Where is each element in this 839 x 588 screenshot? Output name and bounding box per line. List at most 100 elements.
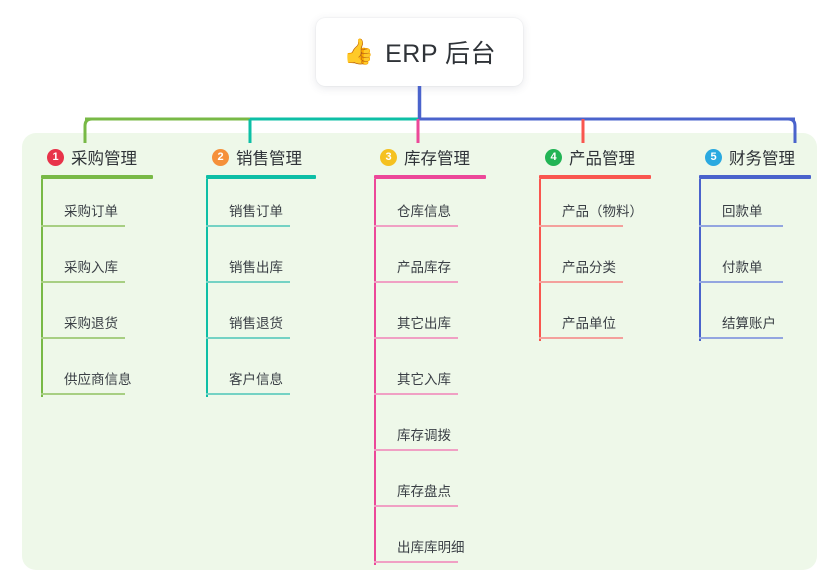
list-item[interactable]: 销售订单 bbox=[206, 179, 316, 235]
column-rule-4 bbox=[539, 175, 651, 179]
list-item-rule bbox=[374, 337, 458, 339]
list-item-rule bbox=[374, 505, 458, 507]
list-item-rule bbox=[374, 281, 458, 283]
list-item-rule bbox=[539, 337, 623, 339]
column-rule-1 bbox=[41, 175, 153, 179]
column-header-5[interactable]: 5 财务管理 bbox=[688, 145, 811, 169]
list-item[interactable]: 产品单位 bbox=[539, 291, 651, 347]
root-node-title: ERP 后台 bbox=[385, 40, 497, 68]
list-item-rule bbox=[41, 337, 125, 339]
column-trunk-1 bbox=[41, 179, 43, 397]
list-item-label: 销售订单 bbox=[229, 204, 283, 219]
column-title-1: 采购管理 bbox=[71, 150, 137, 168]
list-item-rule bbox=[699, 337, 783, 339]
list-item[interactable]: 采购订单 bbox=[41, 179, 153, 235]
column-badge-5: 5 bbox=[705, 148, 722, 166]
list-item[interactable]: 结算账户 bbox=[699, 291, 811, 347]
column-title-2: 销售管理 bbox=[236, 150, 302, 168]
column-3: 3 库存管理仓库信息产品库存其它出库其它入库库存调拨库存盘点出库库明细 bbox=[363, 145, 486, 571]
list-item[interactable]: 库存盘点 bbox=[374, 459, 486, 515]
column-header-4[interactable]: 4 产品管理 bbox=[528, 145, 651, 169]
column-trunk-4 bbox=[539, 179, 541, 341]
column-items-2: 销售订单销售出库销售退货客户信息 bbox=[206, 179, 316, 403]
column-title-5: 财务管理 bbox=[729, 150, 795, 168]
list-item-rule bbox=[41, 225, 125, 227]
column-trunk-2 bbox=[206, 179, 208, 397]
list-item-label: 产品（物料） bbox=[562, 204, 643, 219]
list-item-label: 产品分类 bbox=[562, 260, 616, 275]
list-item[interactable]: 供应商信息 bbox=[41, 347, 153, 403]
list-item-label: 库存调拨 bbox=[397, 428, 451, 443]
content-panel bbox=[22, 133, 817, 570]
column-title-4: 产品管理 bbox=[569, 150, 635, 168]
column-items-4: 产品（物料） 产品分类产品单位 bbox=[539, 179, 651, 347]
list-item[interactable]: 仓库信息 bbox=[374, 179, 486, 235]
column-trunk-5 bbox=[699, 179, 701, 341]
list-item-label: 仓库信息 bbox=[397, 204, 451, 219]
column-items-1: 采购订单采购入库采购退货供应商信息 bbox=[41, 179, 153, 403]
list-item[interactable]: 其它入库 bbox=[374, 347, 486, 403]
column-title-3: 库存管理 bbox=[404, 150, 470, 168]
list-item[interactable]: 出库库明细 bbox=[374, 515, 486, 571]
column-items-3: 仓库信息产品库存其它出库其它入库库存调拨库存盘点出库库明细 bbox=[374, 179, 486, 571]
list-item-rule bbox=[699, 281, 783, 283]
column-header-1[interactable]: 1 采购管理 bbox=[30, 145, 153, 169]
column-4: 4 产品管理产品（物料） 产品分类产品单位 bbox=[528, 145, 651, 347]
list-item-rule bbox=[539, 281, 623, 283]
column-rule-3 bbox=[374, 175, 486, 179]
list-item[interactable]: 产品分类 bbox=[539, 235, 651, 291]
list-item-label: 供应商信息 bbox=[64, 372, 132, 387]
column-badge-1: 1 bbox=[47, 148, 64, 166]
column-badge-2: 2 bbox=[212, 148, 229, 166]
list-item-label: 产品库存 bbox=[397, 260, 451, 275]
list-item-label: 销售退货 bbox=[229, 316, 283, 331]
list-item-rule bbox=[206, 337, 290, 339]
list-item[interactable]: 付款单 bbox=[699, 235, 811, 291]
list-item-rule bbox=[206, 225, 290, 227]
list-item-rule bbox=[699, 225, 783, 227]
list-item-label: 结算账户 bbox=[722, 316, 776, 331]
list-item[interactable]: 采购退货 bbox=[41, 291, 153, 347]
list-item-rule bbox=[41, 393, 125, 395]
list-item[interactable]: 采购入库 bbox=[41, 235, 153, 291]
column-badge-4: 4 bbox=[545, 148, 562, 166]
list-item[interactable]: 产品（物料） bbox=[539, 179, 651, 235]
column-2: 2 销售管理销售订单销售出库销售退货客户信息 bbox=[195, 145, 316, 403]
list-item-label: 客户信息 bbox=[229, 372, 283, 387]
list-item[interactable]: 库存调拨 bbox=[374, 403, 486, 459]
list-item-rule bbox=[374, 225, 458, 227]
column-trunk-3 bbox=[374, 179, 376, 565]
list-item-label: 回款单 bbox=[722, 204, 763, 219]
list-item-label: 采购入库 bbox=[64, 260, 118, 275]
list-item-label: 库存盘点 bbox=[397, 484, 451, 499]
list-item-rule bbox=[41, 281, 125, 283]
list-item-label: 其它入库 bbox=[397, 372, 451, 387]
list-item-rule bbox=[206, 281, 290, 283]
list-item-label: 销售出库 bbox=[229, 260, 283, 275]
list-item-rule bbox=[374, 449, 458, 451]
thumbs-up-icon: 👍 bbox=[342, 37, 375, 66]
list-item-label: 出库库明细 bbox=[397, 540, 465, 555]
list-item-rule bbox=[374, 561, 458, 563]
column-1: 1 采购管理采购订单采购入库采购退货供应商信息 bbox=[30, 145, 153, 403]
list-item-label: 付款单 bbox=[722, 260, 763, 275]
column-header-2[interactable]: 2 销售管理 bbox=[195, 145, 316, 169]
list-item-rule bbox=[206, 393, 290, 395]
list-item-label: 采购退货 bbox=[64, 316, 118, 331]
root-node-card[interactable]: 👍 ERP 后台 bbox=[316, 18, 523, 86]
list-item[interactable]: 销售出库 bbox=[206, 235, 316, 291]
list-item[interactable]: 产品库存 bbox=[374, 235, 486, 291]
column-header-3[interactable]: 3 库存管理 bbox=[363, 145, 486, 169]
list-item-label: 采购订单 bbox=[64, 204, 118, 219]
list-item[interactable]: 销售退货 bbox=[206, 291, 316, 347]
list-item[interactable]: 客户信息 bbox=[206, 347, 316, 403]
root-node-inner: 👍 ERP 后台 bbox=[343, 34, 496, 70]
list-item-label: 其它出库 bbox=[397, 316, 451, 331]
column-5: 5 财务管理回款单付款单结算账户 bbox=[688, 145, 811, 347]
column-items-5: 回款单付款单结算账户 bbox=[699, 179, 811, 347]
list-item[interactable]: 其它出库 bbox=[374, 291, 486, 347]
column-badge-3: 3 bbox=[380, 148, 397, 166]
list-item[interactable]: 回款单 bbox=[699, 179, 811, 235]
column-rule-2 bbox=[206, 175, 316, 179]
